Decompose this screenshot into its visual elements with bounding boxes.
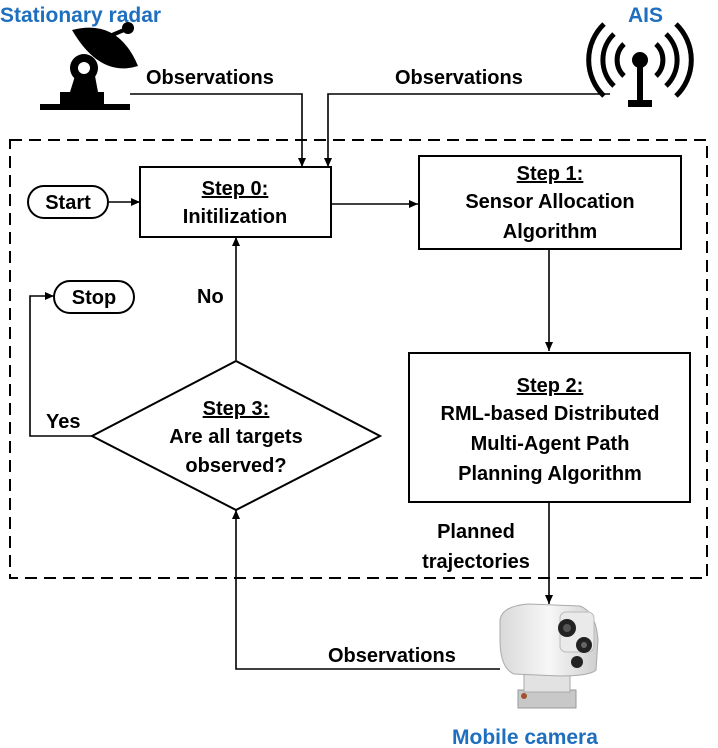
step3-line2: observed? — [185, 455, 286, 477]
ais-observations-label: Observations — [395, 67, 523, 89]
ais-observations-arrow — [324, 93, 610, 167]
step3-diamond — [89, 359, 383, 512]
stop-node — [53, 280, 135, 314]
step3-line1: Are all targets — [169, 426, 302, 448]
step1-line2: Algorithm — [503, 221, 597, 243]
start-label: Start — [45, 192, 91, 214]
antenna-icon — [586, 22, 694, 107]
stop-label: Stop — [72, 287, 116, 309]
yes-arrow — [29, 292, 92, 437]
step2-box — [408, 352, 691, 503]
step2-title: Step 2: — [517, 375, 584, 397]
radar-observations-arrow — [130, 93, 306, 167]
planned-label: Planned — [437, 521, 515, 543]
step0-box — [139, 166, 332, 238]
yes-label: Yes — [46, 411, 80, 433]
step0-text: Initilization — [183, 206, 287, 228]
start-node — [27, 185, 109, 219]
camera-icon — [499, 603, 599, 709]
radar-observations-label: Observations — [146, 67, 274, 89]
ais-label: AIS — [628, 4, 663, 27]
step2-line3: Planning Algorithm — [458, 463, 642, 485]
radar-dish-icon — [40, 22, 138, 110]
step2-line2: Multi-Agent Path — [471, 433, 630, 455]
step0-title: Step 0: — [202, 178, 269, 200]
camera-observations-label: Observations — [328, 645, 456, 667]
camera-observations-arrow — [232, 510, 500, 670]
no-label: No — [197, 286, 224, 308]
step3-title: Step 3: — [203, 398, 270, 420]
step1-box — [418, 155, 682, 250]
step2-line1: RML-based Distributed — [441, 403, 660, 425]
step1-title: Step 1: — [517, 163, 584, 185]
radar-label: Stationary radar — [0, 4, 161, 27]
step1-line1: Sensor Allocation — [465, 191, 634, 213]
trajectories-label: trajectories — [422, 551, 530, 573]
camera-label: Mobile camera — [452, 726, 598, 748]
system-boundary — [9, 139, 708, 579]
